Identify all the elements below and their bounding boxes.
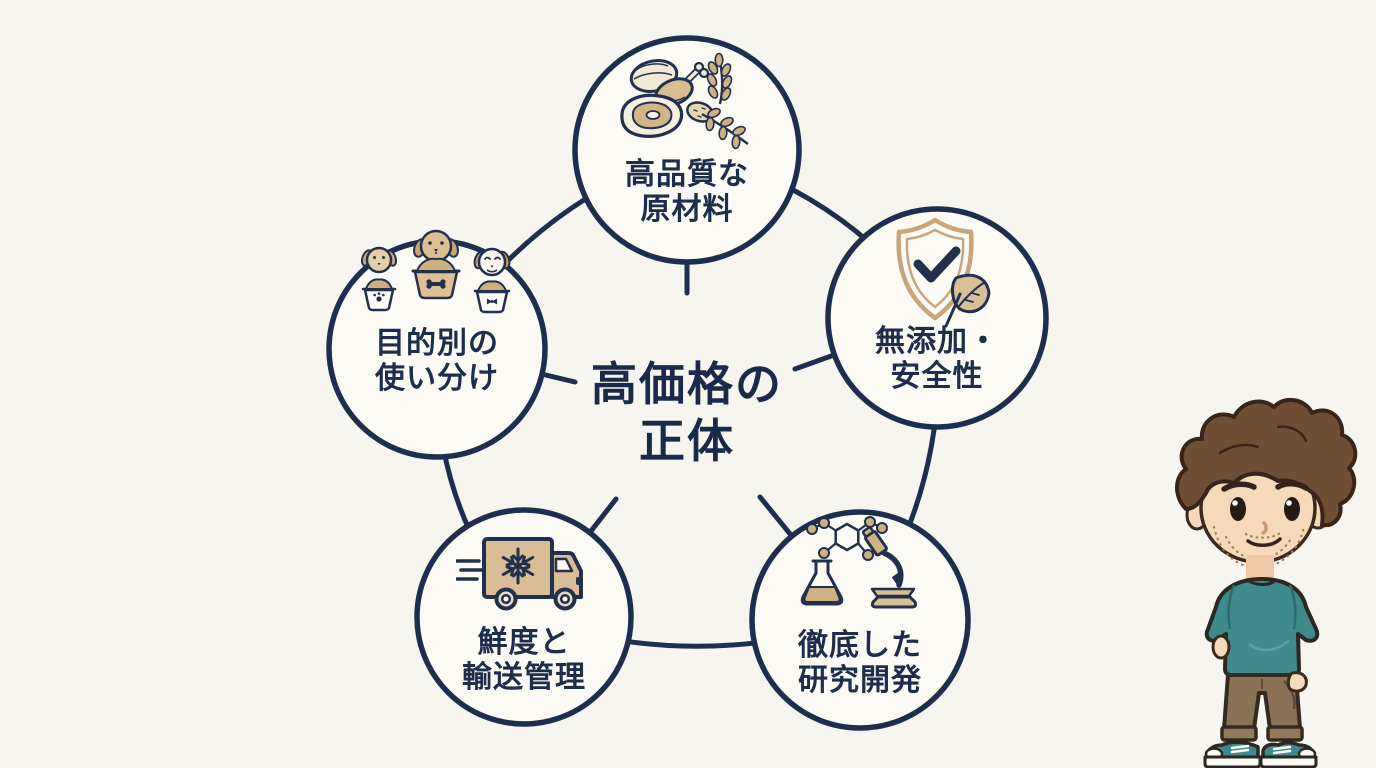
- shield-check-leaf-icon: [896, 217, 991, 328]
- node-label-line: 目的別の: [375, 326, 499, 361]
- lab-research-icon: [800, 516, 918, 609]
- node-circle-ingredients: [572, 35, 802, 265]
- node-label-line: 使い分け: [375, 361, 499, 396]
- center-title-line2: 正体: [639, 414, 735, 468]
- node-label-line: 無添加・: [875, 324, 999, 359]
- tshirt: [1204, 577, 1320, 680]
- node-label-line: 輸送管理: [462, 660, 586, 695]
- cartoon-man-character: [1175, 397, 1358, 768]
- hand: [1211, 634, 1231, 660]
- center-title-line1: 高価格の: [591, 357, 783, 411]
- node-label-line: 鮮度と: [477, 625, 571, 660]
- eyebrows: [1221, 481, 1309, 492]
- node-label-purpose: 目的別の 使い分け: [375, 326, 499, 396]
- refrigerated-truck-icon: [456, 537, 583, 611]
- stubble: [1212, 525, 1306, 570]
- nose: [1261, 521, 1268, 535]
- node-label-line: 原材料: [640, 192, 734, 227]
- node-label-line: 研究開発: [798, 663, 922, 698]
- dogs-bowls-icon: [360, 229, 511, 314]
- eye: [1230, 497, 1246, 521]
- node-label-line: 高品質な: [625, 157, 749, 192]
- node-label-research: 徹底した 研究開発: [798, 628, 922, 698]
- meat-wheat-icon: [620, 52, 749, 150]
- eye: [1284, 497, 1300, 521]
- node-label-safety: 無添加・ 安全性: [875, 324, 999, 394]
- node-label-line: 安全性: [890, 359, 984, 394]
- center-title: 高価格の 正体: [591, 356, 783, 470]
- node-label-ingredients: 高品質な 原材料: [625, 157, 749, 227]
- node-circle-research: [749, 509, 971, 731]
- hand-in-pocket: [1286, 671, 1308, 693]
- node-label-freshness: 鮮度と 輸送管理: [462, 625, 586, 695]
- node-label-line: 徹底した: [798, 628, 922, 663]
- mouth: [1246, 537, 1282, 547]
